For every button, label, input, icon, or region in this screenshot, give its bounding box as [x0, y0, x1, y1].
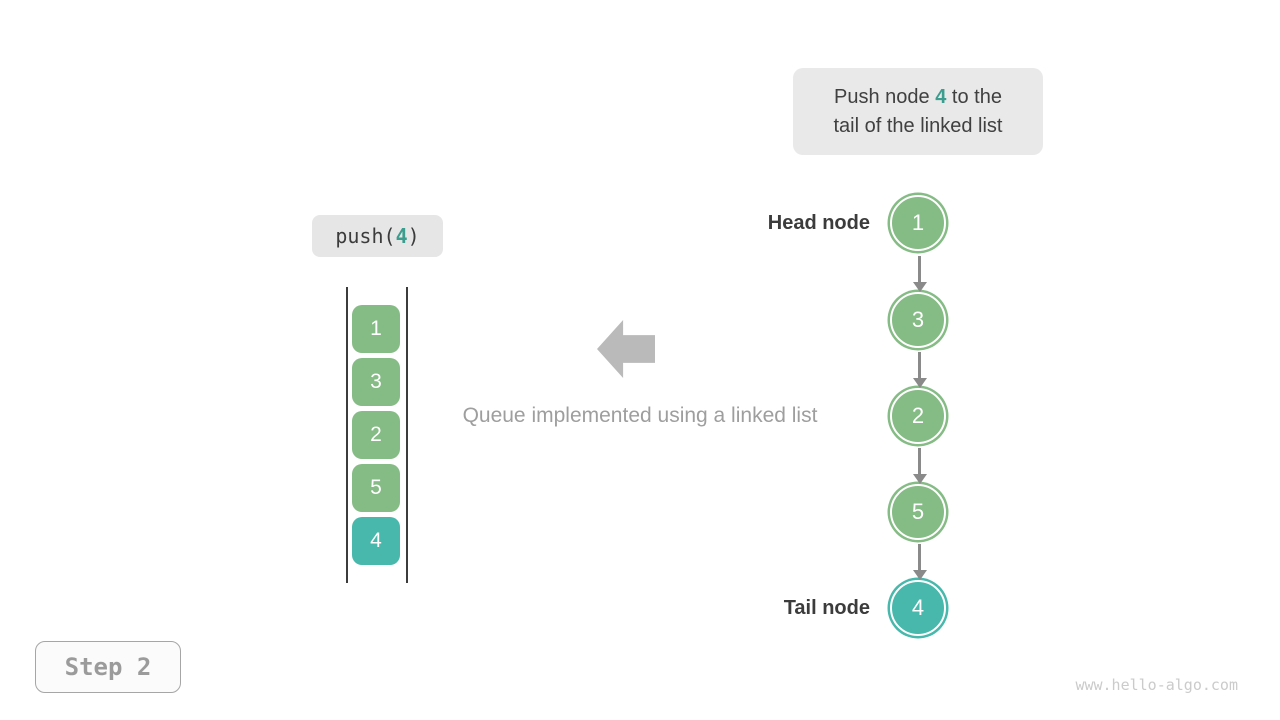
queue-cell: 1	[352, 305, 400, 353]
tail-node-label: Tail node	[783, 597, 870, 619]
arrow-down-icon	[918, 544, 921, 570]
linked-list-node: 5	[890, 484, 946, 540]
linked-list-node: 3	[890, 292, 946, 348]
arrow-down-icon	[918, 352, 921, 378]
instruction-callout: Push node 4 to the tail of the linked li…	[793, 68, 1043, 155]
callout-text-prefix: Push node	[834, 85, 936, 108]
push-label-prefix: push(	[335, 224, 396, 248]
callout-highlight-value: 4	[935, 85, 947, 108]
step-badge-label: Step 2	[64, 653, 152, 681]
diagram-caption: Queue implemented using a linked list	[462, 404, 818, 427]
queue-cell: 4	[352, 517, 400, 565]
push-label-value: 4	[395, 224, 408, 248]
step-badge: Step 2	[35, 641, 181, 693]
callout-text-line2: tail of the linked list	[833, 114, 1003, 137]
queue-cell: 2	[352, 411, 400, 459]
queue-right-boundary-line	[406, 287, 408, 583]
callout-text-suffix: to the	[946, 85, 1002, 108]
linked-list-node: 1	[890, 195, 946, 251]
head-node-label: Head node	[767, 212, 870, 234]
queue-cell: 5	[352, 464, 400, 512]
arrow-down-icon	[918, 448, 921, 474]
left-block-arrow-icon	[597, 320, 655, 378]
linked-list-node: 2	[890, 388, 946, 444]
push-label-suffix: )	[407, 224, 420, 248]
push-operation-label: push(4)	[312, 215, 443, 257]
queue-cell: 3	[352, 358, 400, 406]
watermark: www.hello-algo.com	[1075, 676, 1238, 694]
queue-left-boundary-line	[346, 287, 348, 583]
instruction-text: Push node 4 to the tail of the linked li…	[834, 83, 1003, 141]
arrow-down-icon	[918, 256, 921, 282]
linked-list-node: 4	[890, 580, 946, 636]
